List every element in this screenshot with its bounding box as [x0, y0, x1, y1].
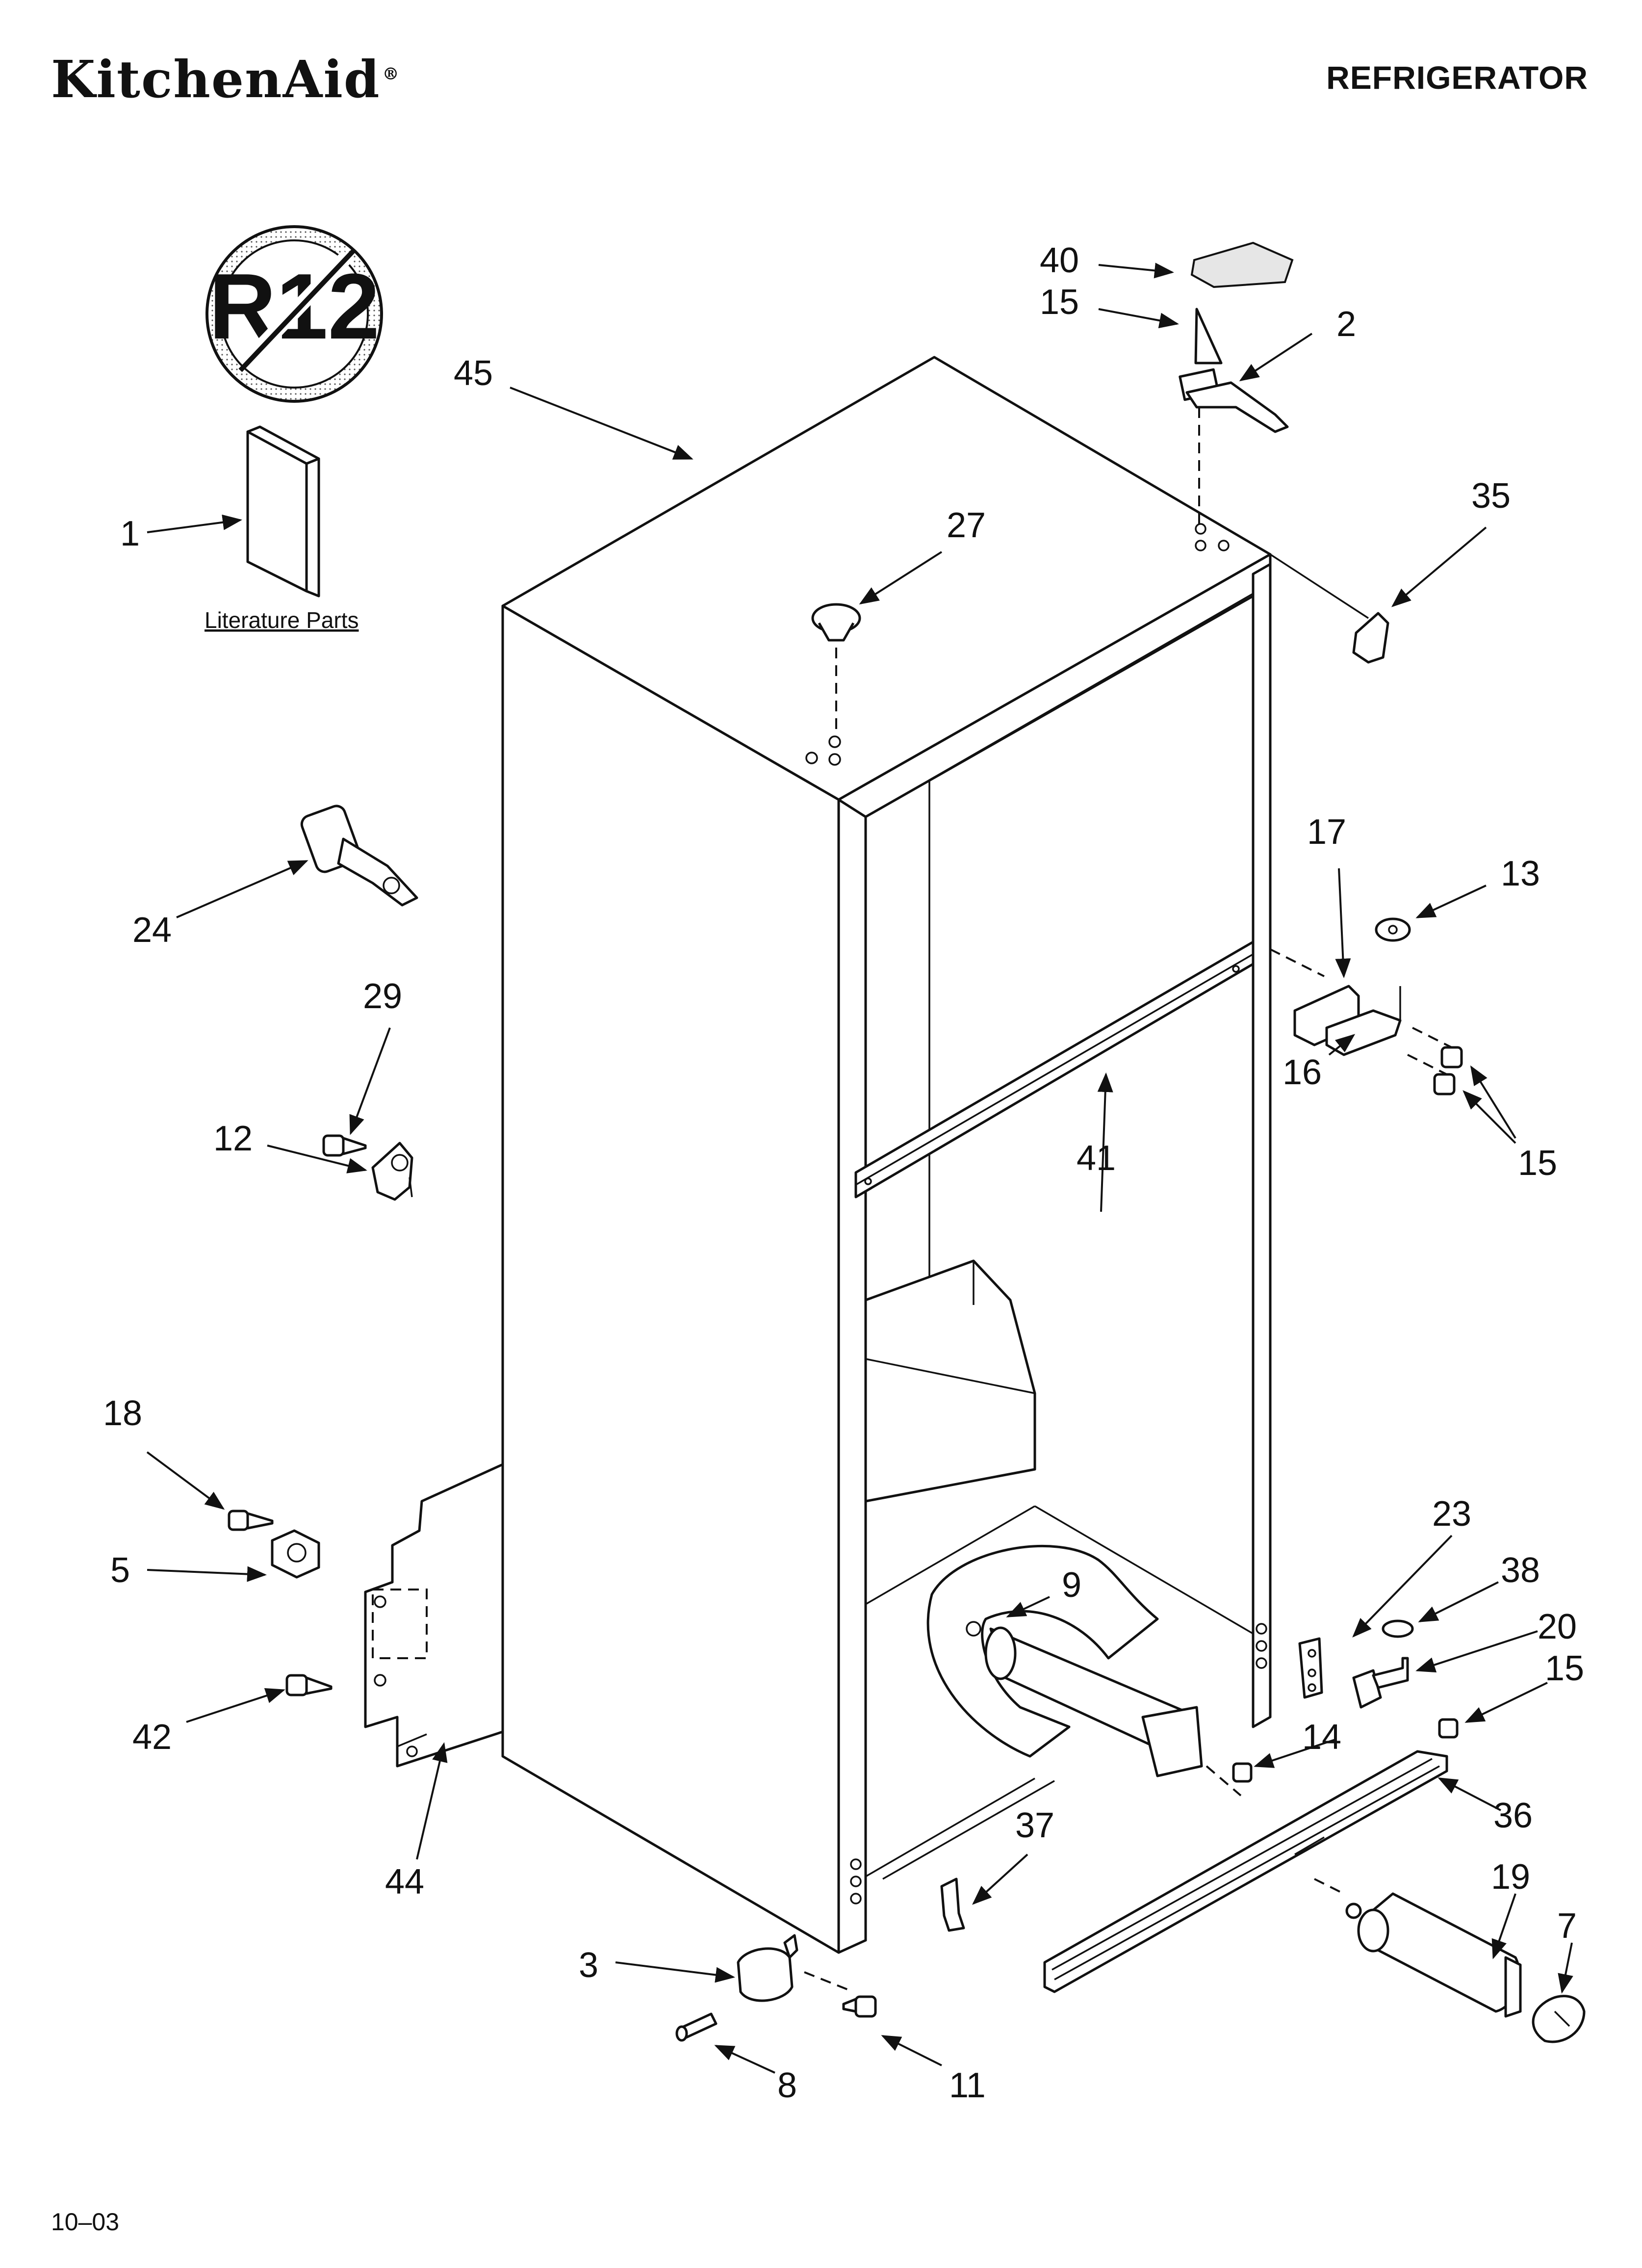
callout-40: 40 [1040, 241, 1079, 280]
literature-caption: Literature Parts [205, 607, 359, 633]
bracket-12 [371, 1142, 413, 1201]
water-filter-housing [926, 1544, 1203, 1777]
callout-45: 45 [454, 354, 493, 393]
callout-17: 17 [1307, 812, 1346, 852]
callout-19: 19 [1491, 1857, 1530, 1897]
cross-brace [854, 940, 1255, 1199]
refrigerator-cabinet [501, 356, 1272, 1954]
clip-37 [940, 1877, 965, 1932]
back-access-panel [364, 1463, 504, 1768]
callout-23: 23 [1432, 1494, 1471, 1534]
callout-5: 5 [110, 1551, 130, 1590]
callout-8: 8 [777, 2066, 797, 2105]
callout-20: 20 [1538, 1607, 1577, 1646]
callout-9: 9 [1062, 1565, 1081, 1605]
callout-1: 1 [120, 514, 140, 553]
callout-7: 7 [1557, 1906, 1577, 1946]
callout-12: 12 [213, 1119, 253, 1158]
callout-24: 24 [132, 911, 172, 950]
callout-44: 44 [385, 1862, 424, 1902]
callout-38: 38 [1501, 1551, 1540, 1590]
callout-13: 13 [1501, 854, 1540, 893]
callout-35: 35 [1471, 476, 1511, 516]
callout-labels: 1 2 3 5 7 8 9 11 12 13 14 15 15 15 16 17… [103, 241, 1584, 2105]
no-r12-symbol: R12 [205, 225, 383, 403]
screw-42 [285, 1674, 333, 1696]
leveling-leg-3 [737, 1934, 854, 2002]
brand-logo: KitchenAid® [51, 49, 400, 109]
screw-18 [228, 1510, 274, 1531]
revision-code: 10–03 [51, 2208, 120, 2236]
callout-11: 11 [949, 2066, 986, 2105]
callout-27: 27 [947, 506, 986, 545]
callout-36: 36 [1493, 1796, 1533, 1835]
screw-11 [842, 1995, 877, 2018]
callout-leaders [146, 262, 1573, 2074]
callout-42: 42 [132, 1718, 172, 1757]
callout-15-top: 15 [1040, 283, 1079, 322]
top-hinge-assembly [1179, 241, 1294, 530]
hinge-cap [1270, 553, 1389, 664]
clamp-5 [271, 1529, 320, 1579]
callout-29: 29 [363, 977, 402, 1016]
base-grille [1043, 1750, 1448, 1993]
filter-cap [1532, 1995, 1586, 2043]
callout-37: 37 [1015, 1806, 1054, 1845]
callout-15-low: 15 [1545, 1649, 1584, 1688]
literature-booklet [246, 425, 320, 598]
lower-hinge-assembly [1206, 1619, 1459, 1797]
pin-8 [675, 2012, 718, 2042]
callout-2: 2 [1336, 305, 1356, 344]
callout-14: 14 [1302, 1718, 1341, 1757]
callout-18: 18 [103, 1394, 142, 1433]
screw-29 [322, 1134, 367, 1157]
callout-3: 3 [579, 1946, 598, 1985]
callout-15-mid: 15 [1518, 1144, 1557, 1183]
callout-41: 41 [1077, 1139, 1116, 1178]
filter-cartridge [1345, 1892, 1522, 2018]
top-cap-plug [811, 603, 861, 736]
door-stop [300, 805, 418, 907]
callout-16: 16 [1283, 1053, 1322, 1092]
page-title: REFRIGERATOR [1326, 59, 1588, 96]
